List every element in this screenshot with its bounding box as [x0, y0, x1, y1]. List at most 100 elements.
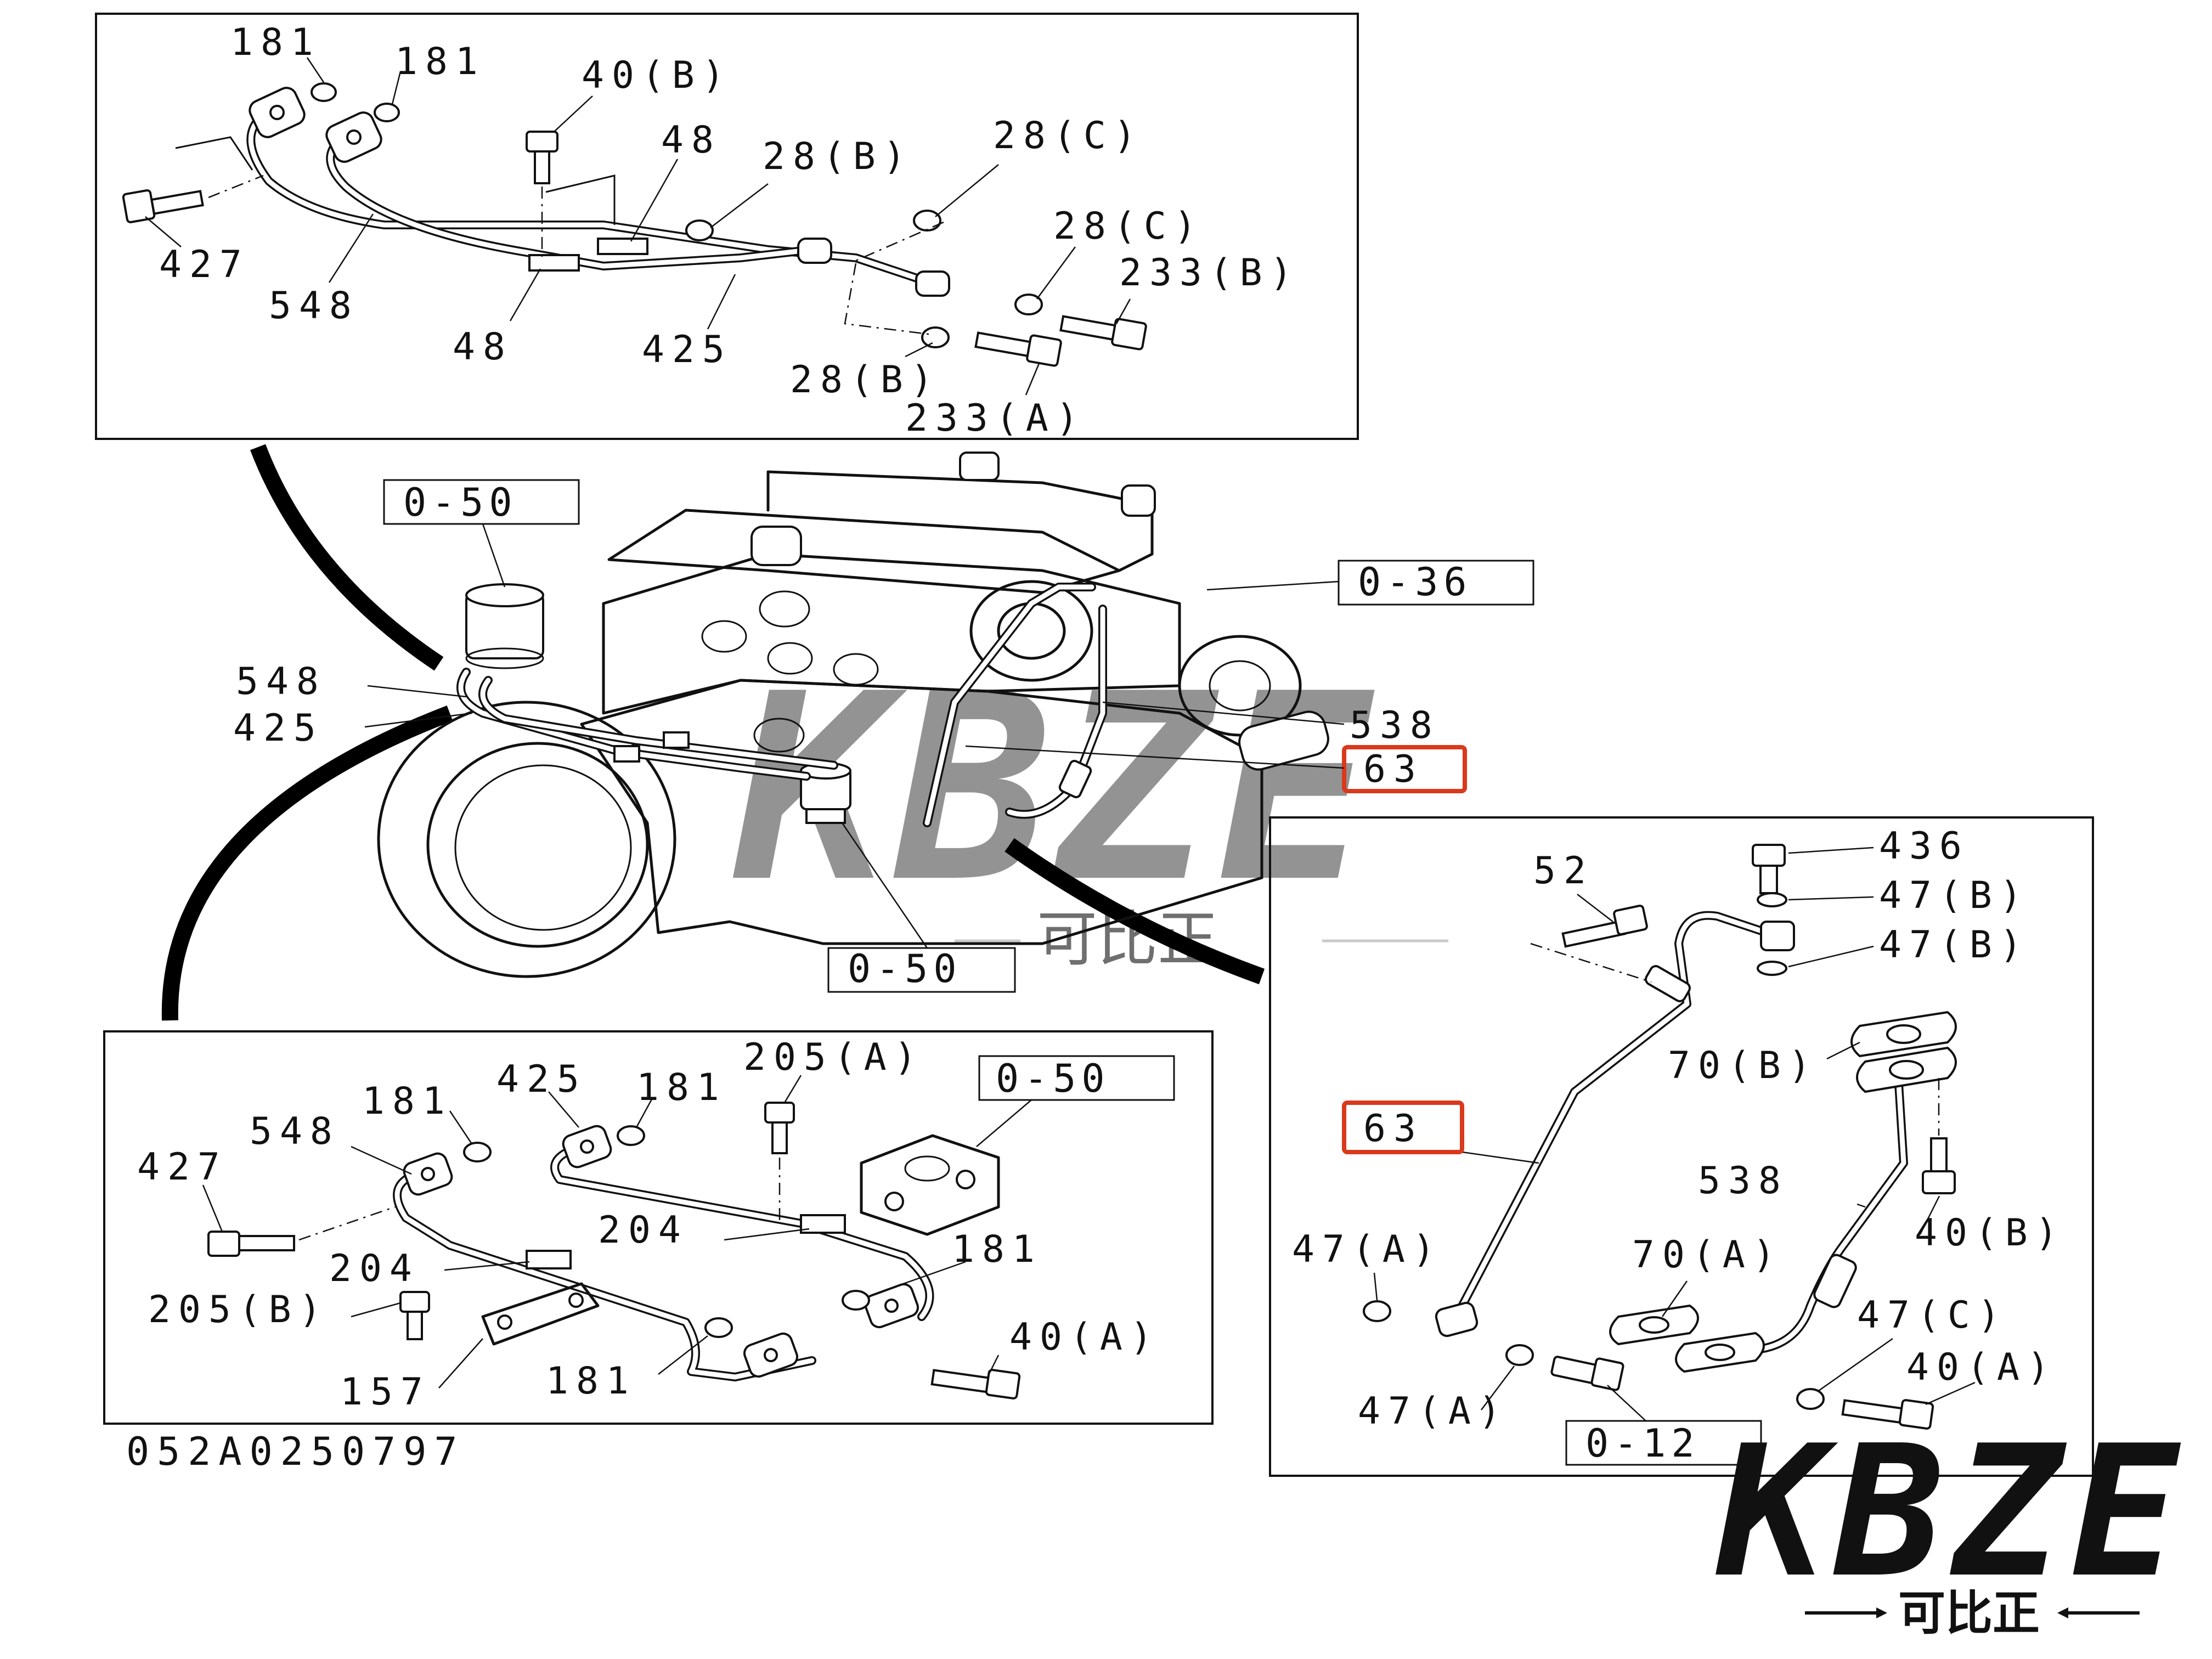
- bottom-left-panel-frame: [103, 1030, 1214, 1425]
- bl-label-40a: 40(A): [1009, 1316, 1160, 1359]
- bolt-40b: [526, 131, 558, 258]
- washer-28b-top: [685, 219, 714, 241]
- arc-top-to-engine: [250, 444, 444, 671]
- bl-clamp-204-b: [526, 1250, 572, 1269]
- label-425: 425: [642, 328, 732, 371]
- bl-bolt-40a: [930, 1369, 1021, 1400]
- flywheel-inner: [426, 742, 649, 948]
- bl-o-ring-a: [463, 1142, 492, 1163]
- clamp-48-b: [528, 254, 580, 272]
- ref-050-bottom: 0-50: [848, 946, 962, 991]
- bl-label-427: 427: [137, 1146, 228, 1189]
- rp-label-70a: 70(A): [1632, 1233, 1783, 1277]
- highlight-box-63-engine: [1342, 745, 1467, 793]
- rp-label-52: 52: [1533, 849, 1594, 893]
- top-pipe-425: [326, 136, 816, 270]
- rp-washer-47c: [1796, 1388, 1825, 1410]
- bl-label-181-a: 181: [362, 1080, 453, 1123]
- ref-050-top: 0-50: [403, 480, 518, 525]
- rp-label-63: 63: [1363, 1107, 1424, 1150]
- washer-28c-mid: [1014, 294, 1043, 315]
- right-panel: 0-12 52 436 47(B) 47(B) 70(B) 63 538 40(…: [1269, 816, 2094, 1477]
- arc-engine-to-bottom: [161, 706, 453, 1021]
- rp-63-end-fitting: [1435, 1301, 1479, 1338]
- ref-box-050-top: [383, 479, 580, 525]
- top-panel: 181 181 40(B) 48 28(B) 28(C) 28(C) 233(B…: [95, 13, 1359, 440]
- bl-label-181-c: 181: [952, 1228, 1042, 1271]
- logo-brand-cn: 可比正: [1898, 1586, 2040, 1641]
- engine-label-63: 63: [1363, 748, 1424, 791]
- label-181-a: 181: [230, 21, 321, 64]
- rp-label-538: 538: [1698, 1159, 1788, 1203]
- rp-label-47b-b: 47(B): [1879, 923, 2030, 967]
- label-28b-top: 28(B): [763, 135, 913, 178]
- label-40b: 40(B): [582, 54, 732, 97]
- label-181-b: 181: [395, 40, 486, 83]
- filler-cap: [751, 526, 802, 566]
- rp-bolt-52: [1561, 904, 1648, 948]
- bl-label-181-d: 181: [546, 1359, 636, 1403]
- bl-clamp-204-a: [800, 1214, 846, 1234]
- bl-label-157: 157: [340, 1370, 431, 1414]
- washer-28c-top: [913, 210, 941, 232]
- label-28b-bot: 28(B): [790, 358, 941, 402]
- bolt-427: [122, 189, 204, 223]
- rp-label-47b-a: 47(B): [1879, 874, 2030, 917]
- engine-label-425: 425: [233, 707, 324, 750]
- bl-label-548: 548: [250, 1110, 340, 1153]
- bl-bolt-427: [207, 1231, 295, 1257]
- bl-label-205a: 205(A): [743, 1036, 924, 1079]
- label-28c-mid: 28(C): [1053, 205, 1204, 248]
- bl-o-ring-d: [704, 1317, 733, 1338]
- bl-bolt-205a: [764, 1102, 795, 1154]
- bl-bracket-157: [481, 1282, 600, 1346]
- rp-label-47c: 47(C): [1857, 1294, 2008, 1337]
- bl-label-425: 425: [496, 1058, 587, 1101]
- label-233b: 233(B): [1119, 251, 1300, 295]
- logo-brand: KBZE: [1714, 1407, 2188, 1617]
- rp-label-47a-bot: 47(A): [1358, 1390, 1509, 1433]
- turbocharger: [969, 580, 1093, 682]
- o-ring-181-b: [374, 103, 400, 122]
- rp-ref-box-012: [1565, 1420, 1762, 1466]
- bolt-233a: [974, 331, 1062, 367]
- arc-engine-to-right: [1005, 838, 1265, 985]
- rp-washer-47b-b: [1757, 961, 1787, 976]
- drawing-code: 052A0250797: [126, 1429, 465, 1474]
- label-28c-top: 28(C): [993, 114, 1144, 157]
- filter-head: [860, 1134, 1000, 1236]
- rp-washer-47a-bot: [1505, 1344, 1534, 1366]
- kbze-logo: KBZE 可比正: [1714, 1407, 2188, 1641]
- bl-o-ring-c: [842, 1290, 870, 1311]
- label-48-a: 48: [661, 119, 721, 162]
- bl-label-204-a: 204: [598, 1209, 689, 1252]
- bottom-left-panel: 0-50: [103, 1030, 1214, 1425]
- rp-bolt-40a: [1841, 1399, 1934, 1430]
- rp-label-70b: 70(B): [1668, 1044, 1819, 1087]
- label-548: 548: [269, 284, 359, 328]
- rp-bolt-436: [1752, 844, 1786, 894]
- ref-box-050-bottom: [827, 947, 1016, 993]
- top-panel-frame: [95, 13, 1359, 440]
- top-pipe-548: [246, 111, 926, 284]
- label-48-b: 48: [453, 325, 513, 369]
- bolt-233b: [1059, 315, 1147, 351]
- oil-sender-bottom: [800, 762, 851, 824]
- flywheel-housing: [377, 701, 676, 978]
- bl-ref-050: 0-50: [996, 1056, 1110, 1101]
- rp-banjo: [1760, 921, 1795, 951]
- o-ring-181-a: [311, 82, 337, 102]
- oil-filter-top: [465, 583, 544, 669]
- rp-63-bracket: [1645, 965, 1691, 1002]
- eye-fitting-b: [915, 270, 950, 297]
- rp-washer-47b-a: [1757, 892, 1787, 907]
- eye-fitting-a: [797, 238, 832, 264]
- bl-label-205b: 205(B): [148, 1288, 329, 1331]
- washer-28b-bot: [921, 326, 950, 348]
- rp-washer-47a-top: [1363, 1300, 1391, 1322]
- bl-bolt-205b: [399, 1291, 430, 1340]
- rp-bolt-40b: [1922, 1137, 1956, 1194]
- bl-label-181-b: 181: [636, 1066, 727, 1109]
- ref-box-036: [1338, 560, 1534, 606]
